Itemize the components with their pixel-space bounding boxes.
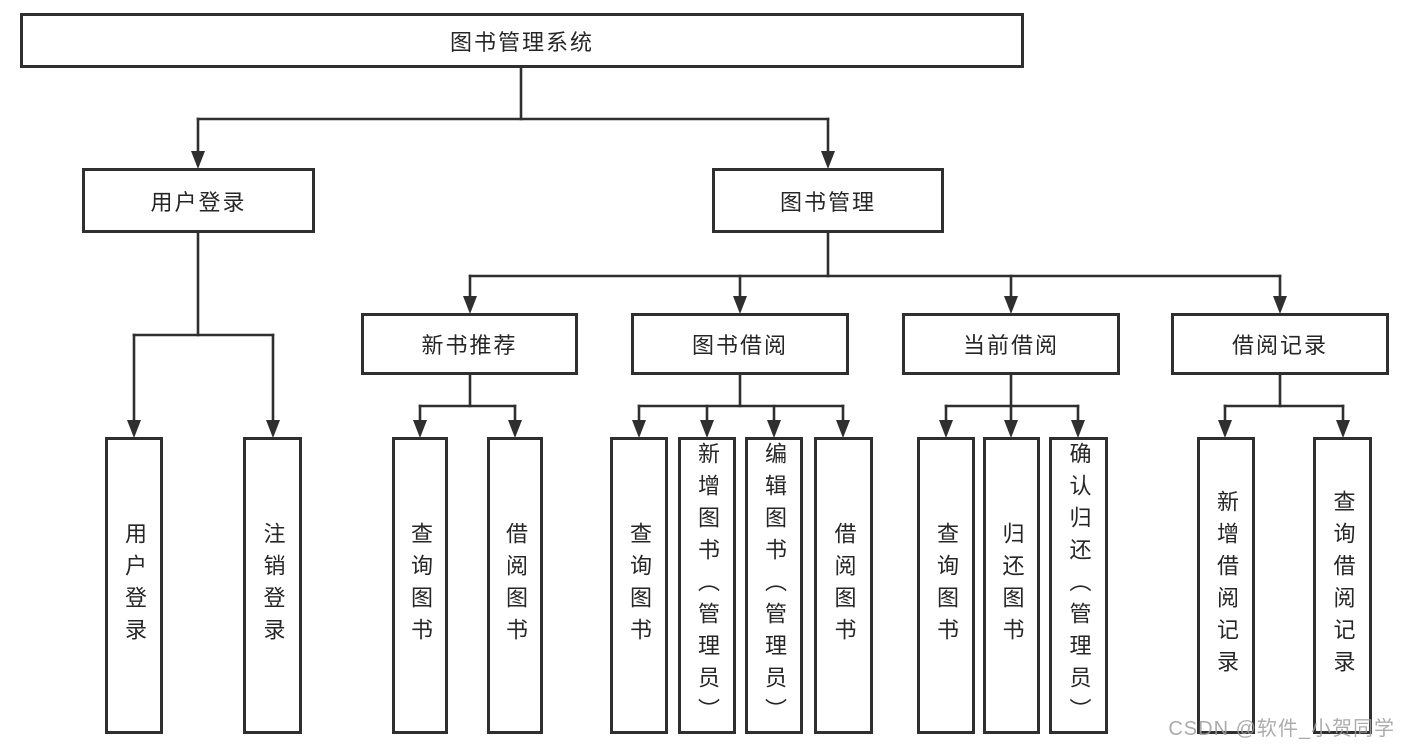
node-label-borrow-record: 借阅记录 — [1231, 333, 1328, 358]
leaf-label-cb-return-book: 归还图书 — [999, 521, 1025, 650]
leaf-user-login: 用户登录 — [105, 437, 163, 734]
node-user-login: 用户登录 — [82, 168, 315, 233]
leaf-cb-return-book: 归还图书 — [983, 437, 1040, 734]
leaf-label-br-query-record: 查询借阅记录 — [1330, 489, 1356, 682]
node-label-book-management: 图书管理 — [779, 189, 876, 215]
node-borrow-record: 借阅记录 — [1171, 313, 1389, 375]
node-current-borrow: 当前借阅 — [902, 313, 1120, 375]
leaf-label-logout: 注销登录 — [260, 521, 286, 650]
leaf-label-br-add-record: 新增借阅记录 — [1214, 489, 1239, 682]
leaf-label-rec-borrow-book: 借阅图书 — [503, 521, 528, 650]
leaf-label-rec-query-book: 查询图书 — [408, 521, 433, 650]
leaf-rec-borrow-book: 借阅图书 — [487, 437, 543, 734]
leaf-cb-query-book: 查询图书 — [917, 437, 975, 734]
leaf-rec-query-book: 查询图书 — [392, 437, 448, 734]
leaf-logout: 注销登录 — [243, 437, 302, 734]
leaf-bb-borrow-book: 借阅图书 — [814, 437, 873, 734]
node-new-book-recommend: 新书推荐 — [361, 313, 578, 375]
leaf-br-add-record: 新增借阅记录 — [1197, 437, 1255, 734]
node-label-current-borrow: 当前借阅 — [962, 333, 1059, 358]
leaf-label-user-login: 用户登录 — [122, 521, 147, 650]
leaf-cb-confirm-return-admin: 确认归还（管理员） — [1049, 437, 1108, 734]
leaf-label-bb-borrow-book: 借阅图书 — [831, 521, 857, 650]
leaf-label-cb-confirm-return-admin: 确认归还（管理员） — [1066, 441, 1092, 730]
leaf-label-bb-query-book: 查询图书 — [627, 521, 652, 650]
leaf-label-bb-add-book-admin: 新增图书（管理员） — [695, 441, 720, 730]
leaf-label-bb-edit-book-admin: 编辑图书（管理员） — [762, 441, 787, 730]
leaf-label-cb-query-book: 查询图书 — [934, 521, 959, 650]
node-label-system-root: 图书管理系统 — [449, 29, 594, 55]
leaf-bb-edit-book-admin: 编辑图书（管理员） — [745, 437, 803, 734]
leaf-br-query-record: 查询借阅记录 — [1313, 437, 1372, 734]
csdn-watermark: CSDN @软件_小贺同学 — [1168, 718, 1395, 740]
node-label-user-login: 用户登录 — [150, 189, 247, 215]
node-label-new-book-recommend: 新书推荐 — [421, 333, 518, 358]
node-label-book-borrow: 图书借阅 — [691, 333, 788, 358]
node-book-management: 图书管理 — [712, 168, 944, 233]
node-book-borrow: 图书借阅 — [631, 313, 849, 375]
leaf-bb-add-book-admin: 新增图书（管理员） — [678, 437, 736, 734]
node-system-root: 图书管理系统 — [20, 13, 1024, 68]
leaf-bb-query-book: 查询图书 — [610, 437, 668, 734]
